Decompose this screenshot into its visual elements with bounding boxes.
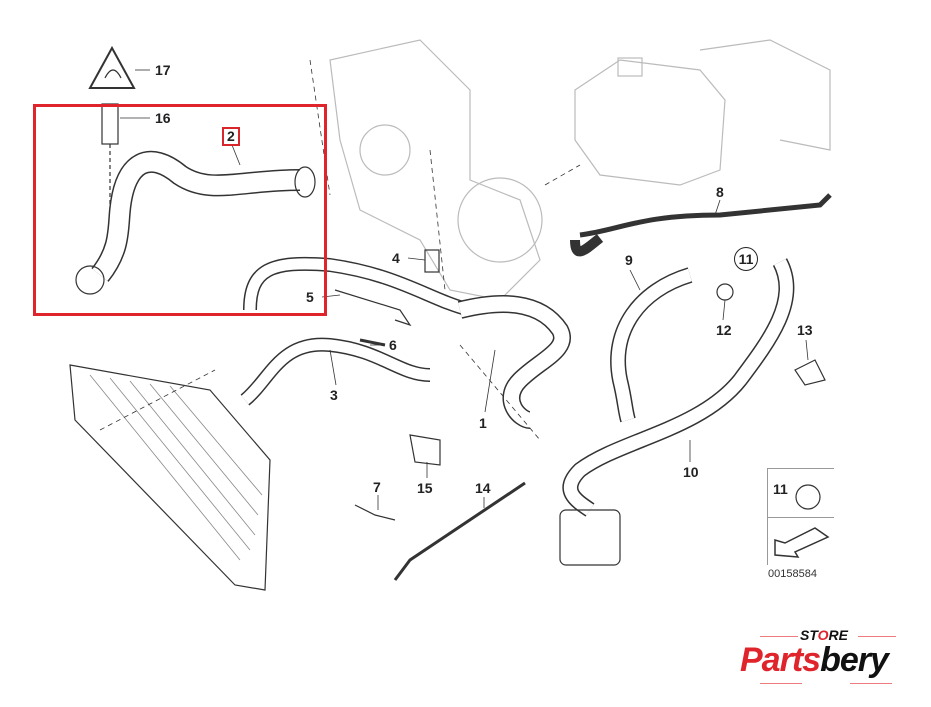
callout-6: 6 xyxy=(389,337,397,353)
warning-triangle-part-17 xyxy=(88,45,136,89)
logo-name: Partsbery xyxy=(740,641,889,679)
callout-9: 9 xyxy=(625,252,633,268)
callout-5: 5 xyxy=(306,289,314,305)
pipe-part-8 xyxy=(579,193,832,238)
hose-part-10 xyxy=(562,258,795,517)
callout-12: 12 xyxy=(716,322,732,338)
callout-3: 3 xyxy=(330,387,338,403)
highlight-box xyxy=(33,104,327,316)
hose-small xyxy=(570,234,604,257)
callout-10: 10 xyxy=(683,464,699,480)
callout-4: 4 xyxy=(392,250,400,266)
callout-14: 14 xyxy=(475,480,491,496)
callout-2-highlighted: 2 xyxy=(222,127,240,146)
callout-15: 15 xyxy=(417,480,433,496)
inset-callout-11: 11 xyxy=(773,481,788,497)
expansion-tank xyxy=(574,59,726,186)
part-15-clip xyxy=(409,434,441,466)
callout-13: 13 xyxy=(797,322,813,338)
callout-16: 16 xyxy=(155,110,171,126)
callout-1: 1 xyxy=(479,415,487,431)
inset-panel xyxy=(767,468,834,565)
callout-11-circled: 11 xyxy=(734,247,758,271)
callout-8: 8 xyxy=(716,184,724,200)
water-pump xyxy=(559,509,621,566)
partsbery-logo: STORE Partsbery xyxy=(740,627,920,687)
inset-clamp-icon xyxy=(795,484,821,510)
engine-block xyxy=(329,39,541,301)
part-4 xyxy=(424,249,440,273)
part-14-cable-tie xyxy=(393,481,526,581)
diagram-part-number: 00158584 xyxy=(768,568,817,580)
part-7-clip xyxy=(354,504,396,521)
callout-17: 17 xyxy=(155,62,171,78)
callout-7: 7 xyxy=(373,479,381,495)
part-5-bracket xyxy=(334,289,412,327)
radiator xyxy=(69,364,271,591)
part-13-clip xyxy=(794,359,826,386)
inset-arrow-icon xyxy=(774,527,830,558)
part-12-clamp xyxy=(716,283,734,301)
logo-store-text: STORE xyxy=(800,627,848,643)
